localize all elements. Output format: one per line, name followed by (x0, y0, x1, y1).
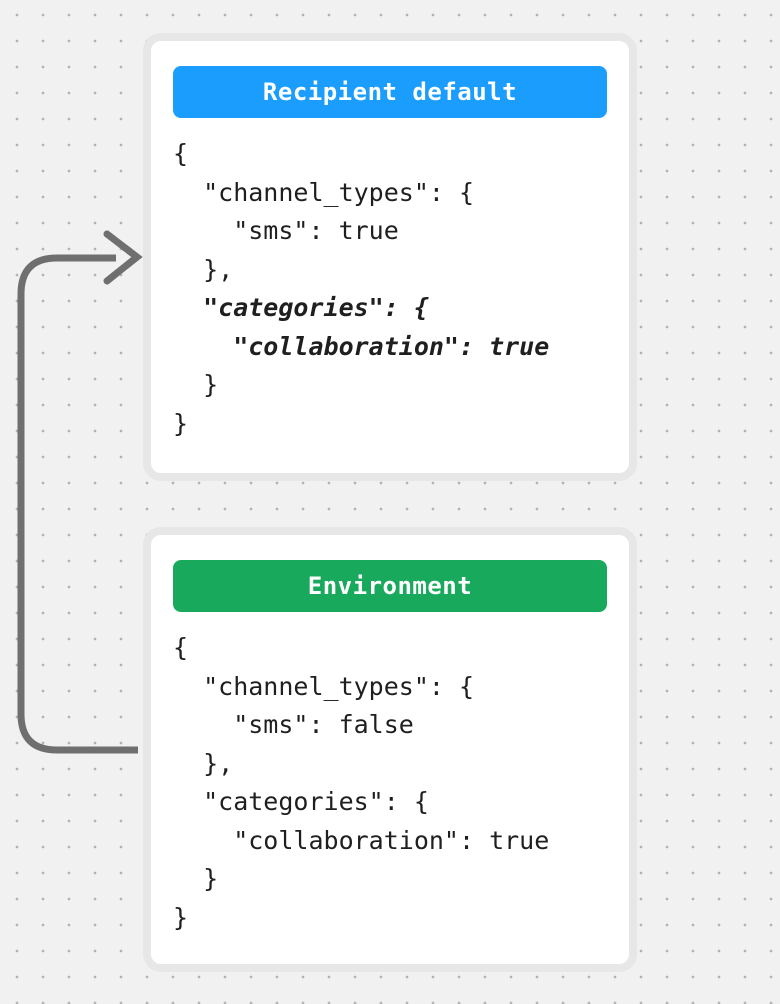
code-line: { (173, 633, 189, 662)
code-line: } (173, 408, 189, 438)
code-line: } (173, 370, 219, 399)
code-line: "categories": { (173, 787, 429, 816)
code-line: }, (173, 748, 234, 778)
environment-json-block: { "channel_types": { "sms": false }, "ca… (173, 629, 629, 937)
code-line: "sms": true (173, 216, 399, 245)
environment-card: Environment { "channel_types": { "sms": … (143, 527, 637, 972)
code-line: } (173, 864, 219, 893)
code-line: "collaboration": true (173, 825, 550, 855)
recipient-default-title: Recipient default (262, 78, 518, 106)
environment-header: Environment (173, 560, 607, 612)
code-line: "categories": { (173, 293, 429, 322)
code-line: "sms": false (173, 710, 414, 739)
recipient-default-header: Recipient default (173, 66, 607, 118)
arrow-shaft (17, 254, 138, 754)
code-line: "channel_types": { (173, 177, 475, 207)
environment-title: Environment (307, 572, 473, 600)
code-line: } (173, 902, 189, 932)
arrow-head-icon (103, 230, 143, 285)
code-line: "collaboration": true (173, 331, 550, 361)
code-line: }, (173, 254, 234, 284)
recipient-default-card: Recipient default { "channel_types": { "… (143, 33, 637, 481)
recipient-default-json-block: { "channel_types": { "sms": true }, "cat… (173, 135, 629, 443)
code-line: { (173, 139, 189, 168)
code-line: "channel_types": { (173, 671, 475, 701)
